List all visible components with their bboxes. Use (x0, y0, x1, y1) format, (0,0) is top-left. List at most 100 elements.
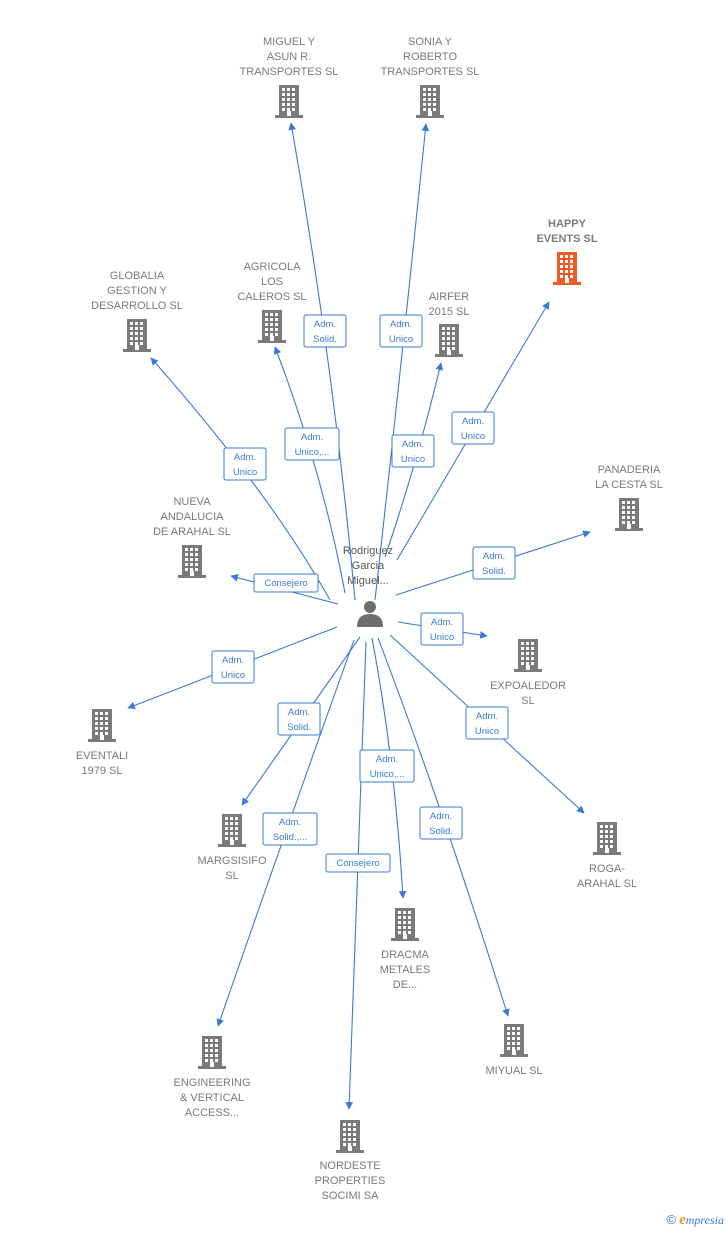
company-name: 1979 SL (82, 765, 123, 777)
company-name: & VERTICAL (180, 1092, 244, 1104)
edge-label-margsisifo[interactable]: Adm. Solid. (277, 702, 321, 736)
edge-label-text: Adm. (314, 319, 336, 330)
edge-label-text: Unico (401, 454, 425, 465)
edge-label-roga[interactable]: Adm.Unico (465, 706, 509, 740)
edge-label-text: Solid.,... (273, 832, 307, 843)
edge-label-engineering[interactable]: Adm. Solid.,... (262, 812, 318, 846)
building-icon (336, 1120, 364, 1153)
edge-label-text: Adm. (430, 811, 452, 822)
company-node-miyual[interactable]: MIYUAL SL (485, 1024, 543, 1077)
company-node-airfer[interactable]: AIRFER 2015 SL (429, 291, 470, 357)
edge-label-text: Adm. (402, 439, 424, 450)
edges-layer (127, 122, 591, 1110)
edge-miguel (288, 122, 356, 601)
edge-label-text: Consejero (336, 858, 379, 869)
building-icon (553, 252, 581, 285)
edge-label-text: Adm. (288, 707, 310, 718)
company-name: TRANSPORTES SL (381, 66, 480, 78)
edge-label-text: Unico (389, 334, 413, 345)
company-name: EVENTALI (76, 750, 128, 762)
company-name: EXPOALEDOR (490, 680, 566, 692)
building-icon (514, 639, 542, 672)
company-name: DESARROLLO SL (91, 300, 183, 312)
company-node-dracma[interactable]: DRACMA METALES DE... (380, 908, 431, 991)
footer-brand[interactable]: © empresia (667, 1212, 725, 1229)
company-name: 2015 SL (429, 306, 470, 318)
company-name: SOCIMI SA (322, 1190, 380, 1202)
building-icon (500, 1024, 528, 1057)
company-name: CALEROS SL (237, 291, 306, 303)
edge-label-text: Adm. (279, 817, 301, 828)
edge-label-expoaledor[interactable]: Adm.Unico (420, 612, 464, 646)
company-node-margsisifo[interactable]: MARGSISIFO SL (197, 814, 267, 882)
center-person-node[interactable]: RodriguezGarciaMiguel... (343, 545, 393, 627)
company-name: METALES (380, 964, 431, 976)
edge-nordeste (345, 641, 367, 1110)
edge-label-dracma[interactable]: Adm. Unico,... (359, 749, 415, 783)
company-name: SL (225, 870, 238, 882)
company-node-miguel[interactable]: MIGUEL Y ASUN R. TRANSPORTES SL (240, 36, 339, 118)
building-icon (178, 545, 206, 578)
edge-label-text: Consejero (264, 578, 307, 589)
person-name: Garcia (352, 560, 385, 572)
building-icon (593, 822, 621, 855)
edge-label-miyual[interactable]: Adm.Solid. (419, 806, 463, 840)
company-node-eventali[interactable]: EVENTALI 1979 SL (76, 709, 128, 777)
edge-label-text: Adm. (462, 416, 484, 427)
building-icon (88, 709, 116, 742)
company-name: MARGSISIFO (197, 855, 267, 867)
edge-label-nordeste[interactable]: Consejero (325, 853, 391, 873)
edge-label-text: Unico,... (295, 447, 330, 458)
company-node-engineering[interactable]: ENGINEERING& VERTICALACCESS... (173, 1036, 251, 1119)
company-name: PROPERTIES (315, 1175, 386, 1187)
company-name: TRANSPORTES SL (240, 66, 339, 78)
company-name: LOS (261, 276, 283, 288)
building-icon (275, 85, 303, 118)
edge-sonia (374, 123, 430, 601)
edge-label-globalia[interactable]: Adm. Unico (223, 447, 267, 481)
company-node-roga[interactable]: ROGA-ARAHAL SL (577, 822, 637, 890)
company-name: NUEVA (173, 496, 211, 508)
building-icon (416, 85, 444, 118)
edge-label-text: Adm. (376, 754, 398, 765)
company-name: ROBERTO (403, 51, 457, 63)
company-name: ARAHAL SL (577, 878, 637, 890)
edge-label-sonia[interactable]: Adm.Unico (379, 314, 423, 348)
edge-label-agricola[interactable]: Adm.Unico,... (284, 427, 340, 461)
edge-label-happy[interactable]: Adm. Unico (451, 411, 495, 445)
company-name: AIRFER (429, 291, 469, 303)
company-name: MIGUEL Y (263, 36, 316, 48)
edge-label-eventali[interactable]: Adm.Unico (211, 650, 255, 684)
edge-label-nueva[interactable]: Consejero (253, 573, 319, 593)
building-icon (258, 310, 286, 343)
edge-label-text: Adm. (483, 551, 505, 562)
company-name: ACCESS... (185, 1107, 239, 1119)
company-name: DRACMA (381, 949, 429, 961)
edge-label-text: Unico (430, 632, 454, 643)
edge-label-text: Solid. (287, 722, 311, 733)
edge-label-text: Solid. (313, 334, 337, 345)
edge-label-text: Unico,... (370, 769, 405, 780)
edge-label-text: Unico (461, 431, 485, 442)
edge-label-panaderia[interactable]: Adm.Solid. (472, 546, 516, 580)
company-name: DE... (393, 979, 417, 991)
edge-label-airfer[interactable]: Adm. Unico (391, 434, 435, 468)
company-name: PANADERIA (598, 464, 661, 476)
edge-label-text: Adm. (234, 452, 256, 463)
company-name: ASUN R. (267, 51, 312, 63)
edge-globalia (150, 357, 331, 601)
company-name: GLOBALIA (110, 270, 165, 282)
person-icon (357, 601, 383, 627)
edge-label-miguel[interactable]: Adm. Solid. (303, 314, 347, 348)
edge-label-text: Unico (233, 467, 257, 478)
